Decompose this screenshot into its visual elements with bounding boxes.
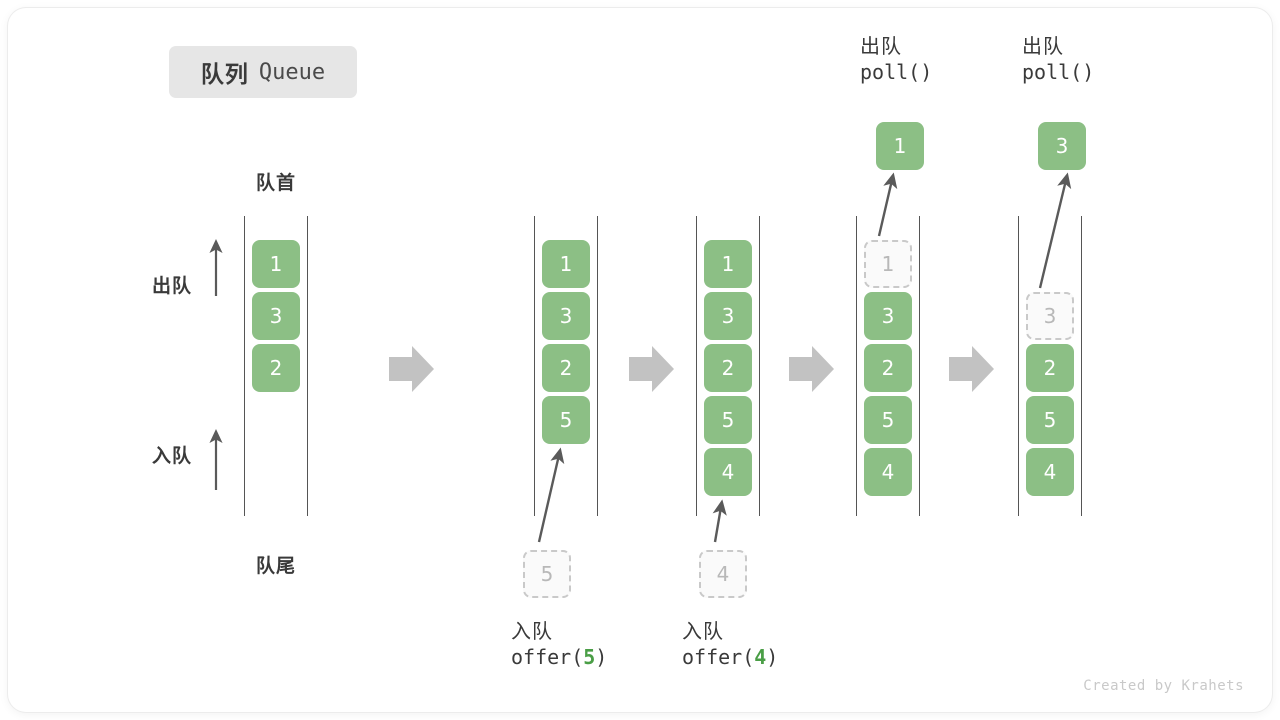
- stage-3-rail-left: [696, 216, 697, 516]
- stage-3-rail-right: [759, 216, 760, 516]
- stage-5-outgoing-cell: 3: [1038, 122, 1086, 170]
- stage-3-caption: 入队 offer(4): [682, 621, 779, 669]
- stage-4-rail-right: [919, 216, 920, 516]
- diagram-card: 队列 Queue 队首 队尾 1 3 2 出队 入队 1 3 2 5 5 入队 …: [8, 8, 1272, 712]
- stage-3-incoming-cell: 4: [699, 550, 747, 598]
- stage-3-cell-4: 4: [704, 448, 752, 496]
- stage-4-cell-3: 4: [864, 448, 912, 496]
- stage-2-caption: 入队 offer(5): [511, 621, 608, 669]
- stage-2-insert-arrow: [537, 447, 565, 543]
- stage-2-rail-right: [597, 216, 598, 516]
- stage-2-cell-0: 1: [542, 240, 590, 288]
- diagram-title-chip: 队列 Queue: [169, 46, 357, 98]
- watermark: Created by Krahets: [1083, 678, 1244, 694]
- stage-1-cell-2: 2: [252, 344, 300, 392]
- stage-4-outgoing-cell: 1: [876, 122, 924, 170]
- stage-2-cell-2: 2: [542, 344, 590, 392]
- stage-3-cell-0: 1: [704, 240, 752, 288]
- stage-5-rail-left: [1018, 216, 1019, 516]
- stage-1-dequeue-label: 出队: [152, 276, 193, 297]
- stage-1-cell-1: 3: [252, 292, 300, 340]
- stage-4-remove-arrow: [877, 172, 898, 237]
- stage-3-cell-1: 3: [704, 292, 752, 340]
- stage-1-rail-left: [244, 216, 245, 516]
- stage-5-cell-1: 5: [1026, 396, 1074, 444]
- diagram-title-cn: 队列: [200, 61, 249, 87]
- arrow-overlay: [209, 172, 1072, 543]
- stage-4-cell-2: 5: [864, 396, 912, 444]
- stage-1-enqueue-label: 入队: [152, 446, 193, 467]
- transition-arrow-2: [629, 346, 674, 392]
- stage-4-cell-0: 3: [864, 292, 912, 340]
- stage-5-removed-cell: 3: [1026, 292, 1074, 340]
- stage-3-cell-3: 5: [704, 396, 752, 444]
- stage-1-rail-right: [307, 216, 308, 516]
- stage-5-remove-arrow: [1038, 172, 1072, 289]
- transition-arrow-4: [949, 346, 994, 392]
- stage-3-insert-arrow: [712, 499, 727, 543]
- stage-3-cell-2: 2: [704, 344, 752, 392]
- transition-arrow-3: [789, 346, 834, 392]
- stage-2-rail-left: [534, 216, 535, 516]
- stage-1-cell-0: 1: [252, 240, 300, 288]
- stage-2-cell-3: 5: [542, 396, 590, 444]
- stage-4-caption: 出队 poll(): [860, 36, 933, 84]
- transition-arrow-1: [389, 346, 434, 392]
- stage-4-cell-1: 2: [864, 344, 912, 392]
- stage-2-cell-1: 3: [542, 292, 590, 340]
- stage-1-head-label: 队首: [255, 173, 296, 194]
- diagram-title-en: Queue: [258, 59, 326, 85]
- stage-4-removed-cell: 1: [864, 240, 912, 288]
- stage-2-incoming-cell: 5: [523, 550, 571, 598]
- stage-5-caption: 出队 poll(): [1022, 36, 1095, 84]
- stage-5-cell-2: 4: [1026, 448, 1074, 496]
- stage-5-rail-right: [1081, 216, 1082, 516]
- stage-4-rail-left: [856, 216, 857, 516]
- stage-1-tail-label: 队尾: [255, 556, 296, 577]
- stage-5-cell-0: 2: [1026, 344, 1074, 392]
